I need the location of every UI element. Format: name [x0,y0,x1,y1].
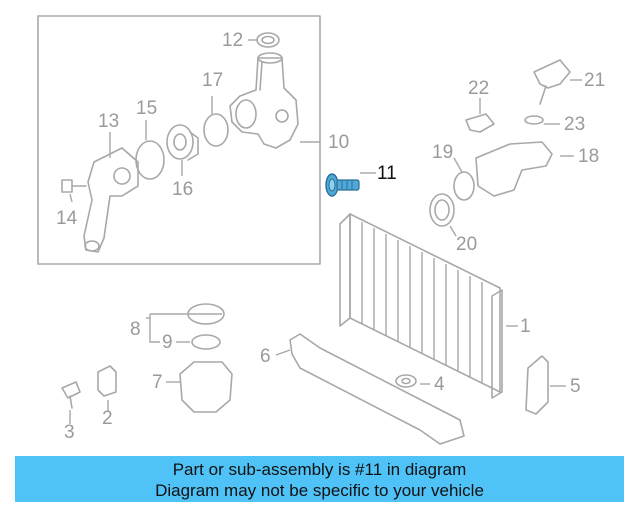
subassembly-box [37,15,321,265]
callout-6: 6 [260,346,271,367]
leader-lines [69,39,582,424]
part-14-bolt[interactable] [61,179,87,193]
part-19-oring[interactable] [453,171,475,201]
part-7-expansion-tank[interactable] [179,361,233,413]
callout-19: 19 [432,142,453,163]
part-3-bolt[interactable] [61,381,81,409]
info-banner: Part or sub-assembly is #11 in diagram D… [15,456,624,502]
callout-4: 4 [434,374,445,395]
callout-22: 22 [468,78,489,99]
part-8-cap[interactable] [187,303,225,325]
banner-line-2: Diagram may not be specific to your vehi… [155,481,484,500]
callout-18: 18 [578,146,599,167]
callout-14: 14 [56,208,78,229]
callout-12: 12 [222,30,243,51]
callout-3: 3 [64,422,75,443]
callout-21: 21 [584,70,605,91]
part-18-flange[interactable] [475,141,553,197]
part-1-radiator[interactable] [339,213,503,399]
part-5-bracket[interactable] [525,355,549,415]
callout-20: 20 [456,234,477,255]
part-22-gasket[interactable] [465,113,495,133]
callout-10: 10 [328,132,349,153]
banner-line-1: Part or sub-assembly is #11 in diagram [172,460,467,479]
callout-1: 1 [520,316,531,337]
part-10-housing[interactable] [229,52,299,149]
part-11-bolt[interactable] [325,173,360,197]
part-13-outlet-pipe[interactable] [83,147,139,253]
part-21-sensor[interactable] [533,59,571,105]
part-9-seal[interactable] [191,334,221,350]
callout-9: 9 [162,332,173,353]
callout-5: 5 [570,376,581,397]
part-17-oring[interactable] [203,113,229,147]
callout-15: 15 [136,98,157,119]
parts-diagram: 12 17 15 13 16 14 10 11 1 2 3 4 5 6 7 8 … [37,15,605,445]
callout-23: 23 [564,114,585,135]
part-23-oring[interactable] [524,115,544,125]
callout-13: 13 [98,111,119,132]
part-20-seal[interactable] [429,193,455,227]
callout-17: 17 [202,70,223,91]
part-12-seal[interactable] [256,32,280,48]
callout-7: 7 [152,372,163,393]
part-2-clip[interactable] [97,365,117,397]
callout-8: 8 [130,319,141,340]
part-6-air-duct[interactable] [289,333,465,445]
part-15-oring[interactable] [135,140,165,180]
part-16-thermostat[interactable] [166,124,199,161]
part-4-mount[interactable] [395,374,417,388]
callout-2: 2 [102,408,113,429]
callout-16: 16 [172,179,193,200]
callout-11: 11 [377,163,397,184]
